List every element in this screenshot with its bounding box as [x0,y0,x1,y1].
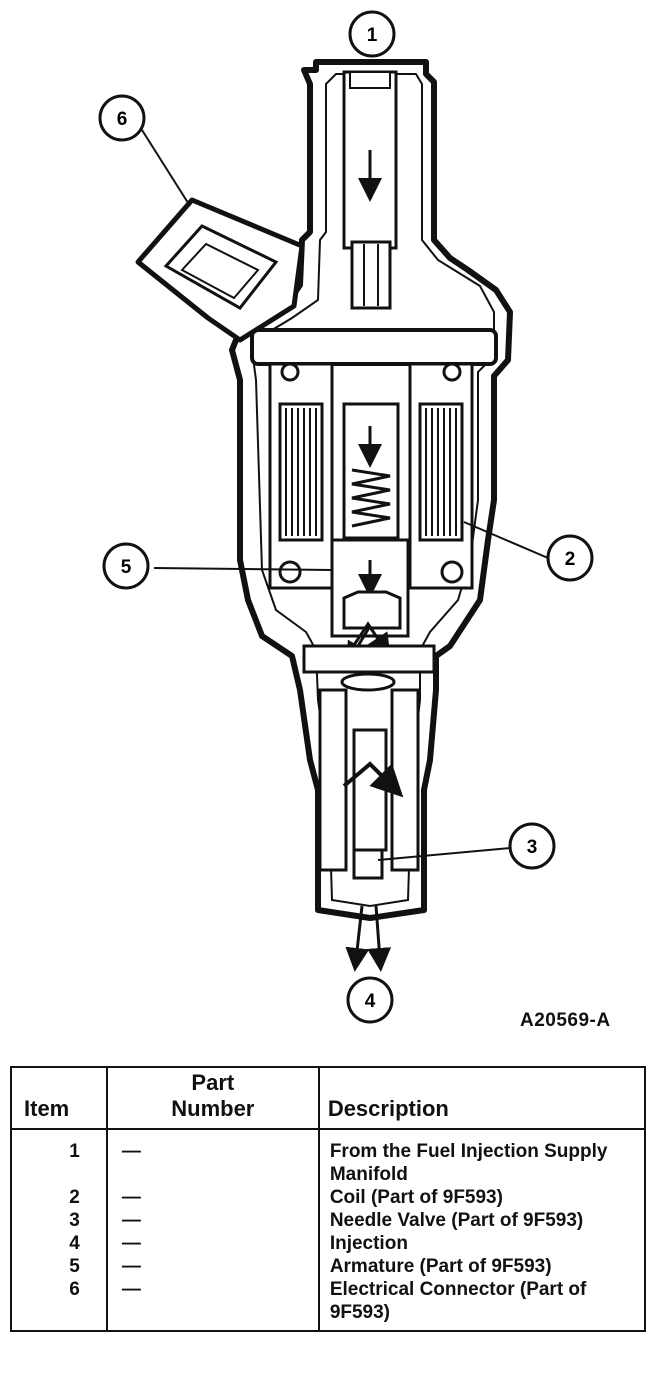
table-row: 6 — Electrical Connector (Part of 9F593) [10,1278,647,1332]
table-row: 5 — Armature (Part of 9F593) [10,1255,647,1278]
row-part: — [105,1232,320,1255]
coil-windings-left [278,402,324,542]
legend-table: Item Part Number Description 1 — From th… [10,1066,647,1332]
row-item: 6 [10,1278,108,1332]
row-desc: Needle Valve (Part of 9F593) [317,1209,647,1232]
needle-tip [352,848,384,880]
row-item: 3 [10,1209,108,1232]
inlet-filter [350,240,392,310]
needle [352,728,388,852]
header-part-number: Part Number [105,1066,320,1130]
spring [351,468,391,528]
callout-3: 3 [508,822,556,870]
row-item: 5 [10,1255,108,1278]
valve-seat-block [302,644,436,674]
row-desc: Armature (Part of 9F593) [317,1255,647,1278]
callout-5: 5 [102,542,150,590]
upper-collar [250,328,498,366]
row-part: — [105,1255,320,1278]
nozzle-body-left [318,688,348,872]
row-desc: From the Fuel Injection Supply Manifold [317,1129,647,1186]
table-row: 1 — From the Fuel Injection Supply Manif… [10,1129,647,1186]
row-desc: Injection [317,1232,647,1255]
table-row: 2 — Coil (Part of 9F593) [10,1186,647,1209]
row-item: 2 [10,1186,108,1209]
header-item: Item [10,1066,108,1130]
svg-text:3: 3 [527,837,538,858]
row-desc: Electrical Connector (Part of 9F593) [317,1278,647,1332]
nozzle-body-right [390,688,420,872]
callout-1: 1 [348,10,396,58]
table-row: 4 — Injection [10,1232,647,1255]
row-item: 1 [10,1129,108,1186]
electrical-connector [135,197,305,343]
row-desc: Coil (Part of 9F593) [317,1186,647,1209]
callout-2: 2 [546,534,594,582]
svg-text:6: 6 [117,109,128,130]
svg-text:2: 2 [565,549,576,570]
row-part: — [105,1186,320,1209]
svg-text:1: 1 [367,25,378,46]
svg-text:5: 5 [121,557,132,578]
callout-6: 6 [98,94,146,142]
table-row: 3 — Needle Valve (Part of 9F593) [10,1209,647,1232]
fuel-injector-diagram: 1 6 5 2 3 4 [98,10,594,1024]
header-description: Description [317,1066,647,1130]
coil-windings-right [418,402,464,542]
callout-4: 4 [346,976,394,1024]
row-part: — [105,1209,320,1232]
header-part-line2: Number [171,1096,255,1121]
figure-id-label: A20569-A [520,1010,611,1031]
header-part-line1: Part [191,1070,235,1095]
row-part: — [105,1278,320,1332]
row-part: — [105,1129,320,1186]
row-item: 4 [10,1232,108,1255]
svg-text:4: 4 [365,991,376,1012]
inlet-cap [349,71,391,89]
